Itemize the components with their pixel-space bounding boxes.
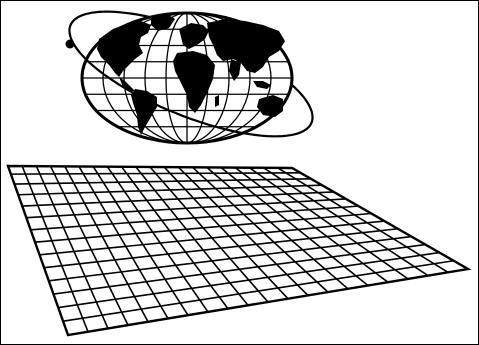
satellite-dot: [66, 40, 75, 49]
perspective-grid: [8, 166, 468, 335]
grid-column-line: [65, 166, 148, 321]
grid-column-line: [221, 168, 368, 286]
grid-column-line: [249, 168, 408, 279]
globe: [82, 13, 292, 143]
grid-column-line: [36, 166, 108, 328]
continent-madagascar: [215, 95, 219, 107]
grid-column-line: [51, 166, 128, 325]
